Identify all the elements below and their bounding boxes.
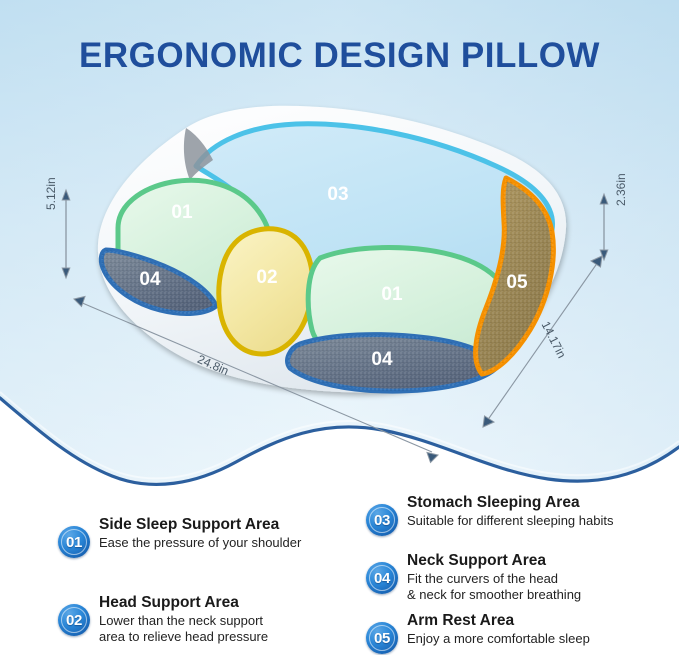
legend-badge-number: 01: [65, 533, 83, 551]
zone-04-left-label: 04: [139, 269, 161, 290]
legend-title: Side Sleep Support Area: [99, 516, 280, 533]
legend-title: Arm Rest Area: [407, 612, 515, 629]
dim-right-arrow-bottom: [599, 249, 609, 262]
legend-title: Stomach Sleeping Area: [407, 494, 580, 511]
legend-desc: Ease the pressure of your shoulder: [99, 535, 302, 551]
dim-right-arrow-top: [599, 192, 609, 205]
dim-length-arrow-end: [426, 451, 439, 464]
legend-item-05[interactable]: 05 Arm Rest Area Enjoy a more comfortabl…: [366, 610, 590, 654]
legend-badge-number: 04: [373, 569, 391, 587]
legend-badge-04: 04: [366, 562, 398, 594]
zone-02-shape: [216, 226, 316, 357]
dim-left-arrow-top: [61, 188, 71, 201]
legend-desc: Suitable for different sleeping habits: [407, 513, 614, 529]
legend: 01 Side Sleep Support Area Ease the pres…: [0, 492, 679, 655]
legend-badge-number: 03: [373, 511, 391, 529]
dim-length-arrow-start: [73, 295, 86, 308]
dim-width-arrow-start: [589, 255, 603, 268]
legend-badge-01: 01: [58, 526, 90, 558]
pillow-top-left-edge: [183, 128, 213, 180]
zone-02-region: 02: [216, 226, 316, 357]
legend-badge-05: 05: [366, 622, 398, 654]
page-title: ERGONOMIC DESIGN PILLOW: [79, 36, 600, 75]
legend-item-02[interactable]: 02 Head Support Area Lower than the neck…: [58, 592, 268, 645]
legend-text-02: Head Support Area Lower than the neck su…: [99, 592, 268, 645]
dim-width-arrow-end: [482, 415, 496, 428]
legend-text-04: Neck Support Area Fit the curvers of the…: [407, 550, 581, 603]
legend-badge-03: 03: [366, 504, 398, 536]
legend-badge-02: 02: [58, 604, 90, 636]
zone-05-label: 05: [506, 272, 528, 293]
legend-text-05: Arm Rest Area Enjoy a more comfortable s…: [407, 610, 590, 647]
dimension-height-right: 2.36in: [614, 173, 628, 206]
legend-badge-number: 05: [373, 629, 391, 647]
dim-left-arrow-bottom: [61, 267, 71, 280]
zone-01-bottom-label: 01: [381, 284, 403, 305]
zone-04-bottom-label: 04: [371, 349, 393, 370]
legend-desc: Enjoy a more comfortable sleep: [407, 631, 590, 647]
zone-04-left-region: 04: [98, 247, 219, 316]
legend-item-04[interactable]: 04 Neck Support Area Fit the curvers of …: [366, 550, 581, 603]
zone-02-label: 02: [256, 267, 277, 288]
legend-desc: Lower than the neck support area to reli…: [99, 613, 269, 645]
dimension-lines: [61, 188, 609, 464]
wave-highlight: [0, 391, 679, 480]
dim-width-line: [486, 261, 599, 422]
legend-badge-number: 02: [65, 611, 83, 629]
legend-text-01: Side Sleep Support Area Ease the pressur…: [99, 514, 301, 551]
legend-text-03: Stomach Sleeping Area Suitable for diffe…: [407, 492, 613, 529]
zone-05-region: 05: [473, 175, 556, 377]
legend-desc: Fit the curvers of the head & neck for s…: [407, 571, 582, 603]
pillow-illustration: 03 01 04 02 01: [44, 105, 628, 464]
legend-item-01[interactable]: 01 Side Sleep Support Area Ease the pres…: [58, 514, 301, 558]
legend-title: Head Support Area: [99, 594, 239, 611]
zone-03-label: 03: [327, 184, 348, 205]
zone-04-bottom-region: 04: [285, 332, 501, 394]
wave-stroke-icon: [0, 396, 679, 486]
dimension-height-left: 5.12in: [44, 177, 58, 210]
legend-title: Neck Support Area: [407, 552, 546, 569]
zone-01-top-label: 01: [171, 202, 193, 223]
legend-item-03[interactable]: 03 Stomach Sleeping Area Suitable for di…: [366, 492, 613, 536]
dim-length-line: [79, 301, 433, 453]
